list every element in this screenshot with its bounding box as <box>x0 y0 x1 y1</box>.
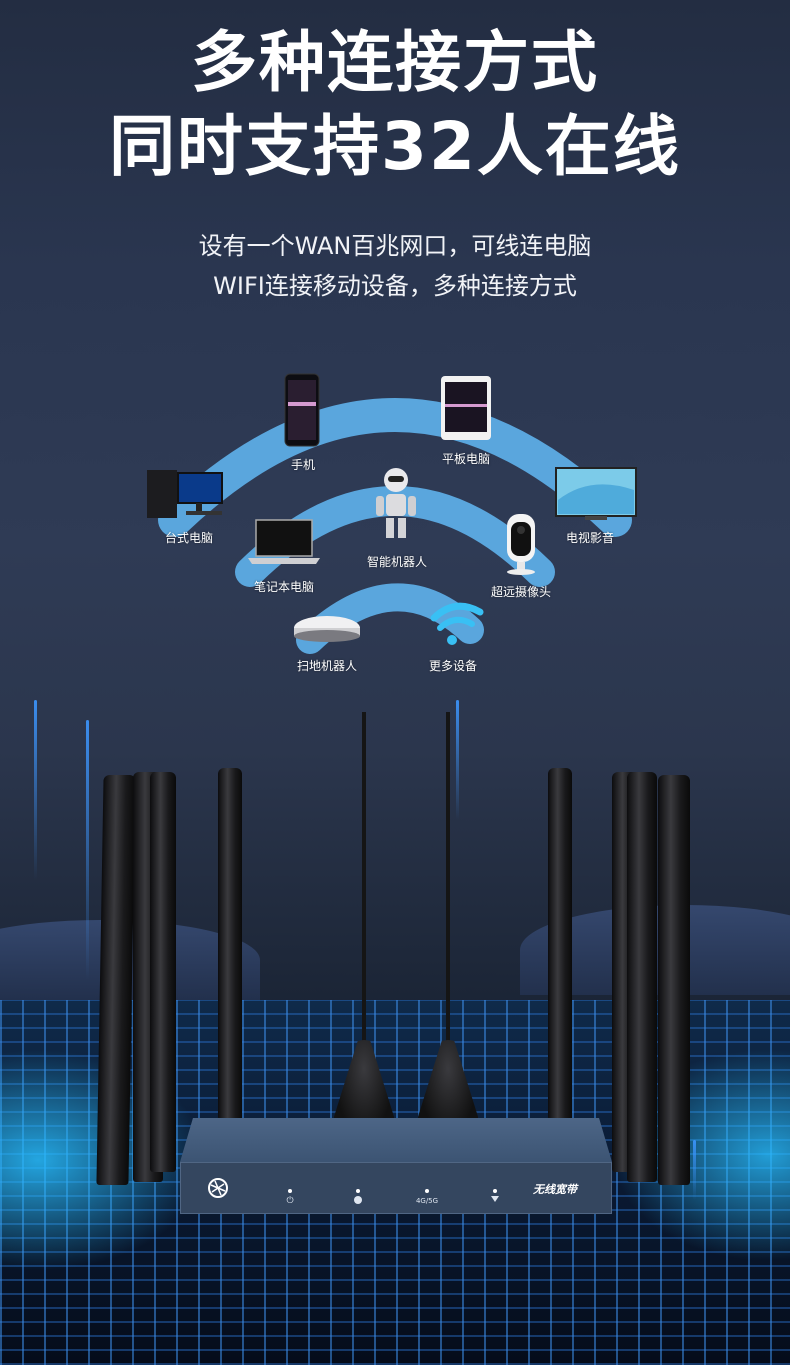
wifi-icon <box>430 602 484 645</box>
power-led <box>288 1189 292 1193</box>
light-streak <box>456 700 459 820</box>
device-label-laptop: 笔记本电脑 <box>253 580 315 594</box>
router-brand-label: 无线宽带 <box>533 1183 577 1196</box>
device-label-smartphone: 手机 <box>290 458 316 472</box>
light-streak <box>86 720 89 980</box>
power-icon: ⏻ <box>286 1196 294 1206</box>
tv-icon <box>555 467 637 520</box>
tablet-icon <box>441 376 491 440</box>
camera-icon <box>507 514 535 575</box>
light-streak <box>34 700 37 880</box>
desktop-computer-icon <box>147 470 223 518</box>
wifi-arcs-diagram <box>147 373 637 654</box>
cellular-led <box>425 1189 429 1193</box>
laptop-icon <box>248 519 320 564</box>
wan-led <box>356 1189 360 1193</box>
robot-vacuum-icon <box>294 616 360 642</box>
subtitle-line-2: WIFI连接移动设备，多种连接方式 <box>213 272 577 300</box>
router-front-panel: ⏻ 4G/5G 无线宽带 <box>180 1162 612 1214</box>
device-label-tv: 电视影音 <box>565 531 615 545</box>
headline-line-2: 同时支持32人在线 <box>109 108 681 185</box>
cellular-label: 4G/5G <box>415 1197 439 1205</box>
cellular-whip-antenna-left <box>362 712 366 1042</box>
subtitle-line-1: 设有一个WAN百兆网口，可线连电脑 <box>198 232 592 260</box>
wifi-signal-icon <box>491 1196 499 1202</box>
smartphone-icon <box>284 373 320 447</box>
globe-icon <box>354 1196 362 1204</box>
device-label-more-devices: 更多设备 <box>428 659 478 673</box>
router-top-panel <box>180 1118 612 1162</box>
antenna-right-4 <box>658 775 690 1185</box>
cellular-whip-antenna-right <box>446 712 450 1042</box>
router-device: ⏻ 4G/5G 无线宽带 <box>180 1118 612 1214</box>
device-label-robot-vacuum: 扫地机器人 <box>296 659 358 673</box>
antenna-left-3 <box>150 772 176 1172</box>
device-label-robot: 智能机器人 <box>366 555 428 569</box>
device-label-desktop: 台式电脑 <box>164 531 214 545</box>
wifi-arc-outer <box>158 398 632 537</box>
wifi-led <box>493 1189 497 1193</box>
antenna-right-3 <box>627 772 657 1182</box>
device-label-tablet: 平板电脑 <box>441 452 491 466</box>
robot-icon <box>376 468 416 538</box>
device-label-camera: 超远摄像头 <box>490 585 552 599</box>
light-streak <box>693 1140 696 1200</box>
headline-line-1: 多种连接方式 <box>191 24 599 101</box>
antenna-right-1 <box>548 768 572 1120</box>
brand-logo-icon <box>208 1178 228 1198</box>
antenna-left-4 <box>218 768 242 1120</box>
